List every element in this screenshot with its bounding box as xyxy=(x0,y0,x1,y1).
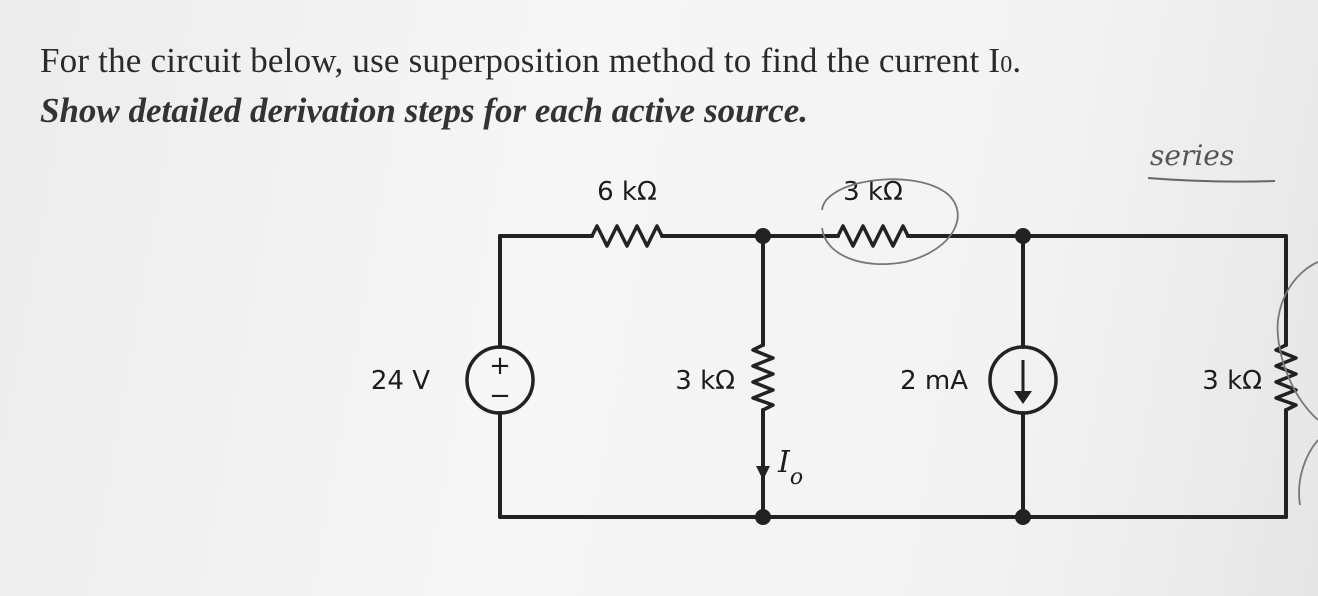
problem-line-1-end: . xyxy=(1012,41,1022,80)
label-3k-right: 3 kΩ xyxy=(1202,366,1262,396)
label-io-sub: o xyxy=(790,465,803,490)
voltage-minus: − xyxy=(489,381,511,411)
resistor-3k-right xyxy=(1274,343,1298,412)
current-source-arrow-head xyxy=(1014,391,1032,404)
pencil-stroke xyxy=(1298,439,1318,506)
problem-line-2: Show detailed derivation steps for each … xyxy=(40,91,808,130)
resistor-3k-middle xyxy=(751,343,775,412)
label-voltage-source: 24 V xyxy=(371,366,430,396)
wires xyxy=(498,234,1288,519)
junction-dot xyxy=(755,509,771,525)
junction-dot xyxy=(755,228,771,244)
problem-statement: For the circuit below, use superposition… xyxy=(40,38,1220,134)
label-3k-middle: 3 kΩ xyxy=(675,366,735,396)
label-io: Io xyxy=(777,445,803,490)
label-current-source: 2 mA xyxy=(900,366,968,396)
resistor-6k-top xyxy=(590,224,664,248)
current-source xyxy=(988,345,1058,415)
junction-dot xyxy=(1015,509,1031,525)
label-6k-top: 6 kΩ xyxy=(597,177,657,207)
resistor-3k-top xyxy=(836,224,910,248)
note-underline xyxy=(1147,177,1276,183)
junctions xyxy=(755,228,1031,525)
pencil-arc xyxy=(1276,261,1318,421)
problem-line-1: For the circuit below, use superposition… xyxy=(40,38,1220,88)
handwritten-marks xyxy=(821,178,1318,506)
pencil-circle xyxy=(821,178,959,266)
handwritten-note: series xyxy=(1150,139,1234,172)
io-arrow-head xyxy=(756,466,770,480)
voltage-source xyxy=(465,345,535,415)
label-3k-top: 3 kΩ xyxy=(843,177,903,207)
problem-line-1-text: For the circuit below, use superposition… xyxy=(40,41,1001,80)
voltage-plus: + xyxy=(489,351,511,381)
label-io-main: I xyxy=(777,445,791,480)
current-subscript: 0 xyxy=(1000,52,1013,78)
junction-dot xyxy=(1015,228,1031,244)
